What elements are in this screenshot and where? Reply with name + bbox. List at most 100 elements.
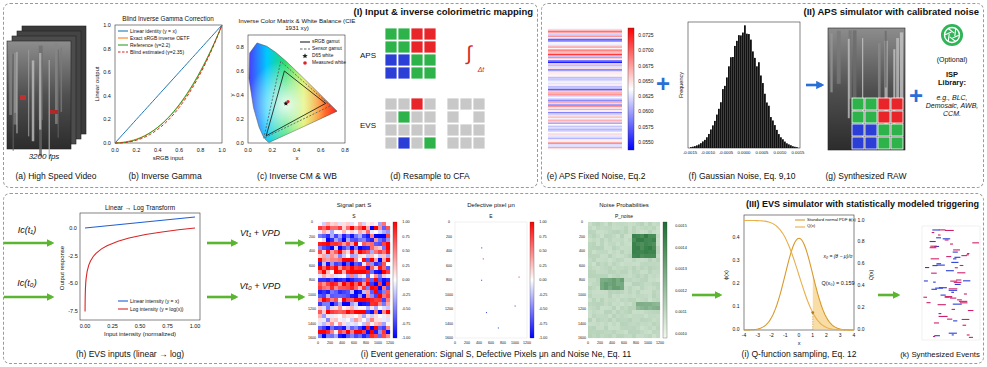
- cfa-cell: [473, 98, 485, 110]
- heatmap-cell: [592, 294, 596, 298]
- cfa-cell: [852, 137, 864, 149]
- heatmap-cell: [648, 258, 652, 262]
- histogram-bar: [704, 140, 706, 148]
- heatmap-cell: [616, 278, 620, 282]
- heatmap-cell: [374, 282, 378, 286]
- tick-label: -3: [756, 333, 760, 339]
- legend-text: Blind estimated (γ=2.35): [130, 50, 184, 55]
- heatmap-cell: [600, 294, 604, 298]
- heatmap-cell: [354, 234, 358, 238]
- noise-stripe: [548, 33, 622, 35]
- heatmap-cell: [330, 306, 334, 310]
- heatmap-cell: [612, 222, 616, 226]
- heatmap-cell: [632, 334, 636, 338]
- heatmap-cell: [624, 270, 628, 274]
- noise-stripe: [548, 130, 622, 132]
- heatmap-cell: [322, 242, 326, 246]
- cfa-cell: [852, 98, 864, 110]
- heatmap-cell: [338, 246, 342, 250]
- heatmap-cell: [366, 262, 370, 266]
- heatmap-cell: [608, 326, 612, 330]
- axis-label: x: [798, 340, 801, 346]
- cfa-cell: [473, 124, 485, 136]
- heatmap-cell: [628, 326, 632, 330]
- noise-stripe: [548, 124, 622, 126]
- tick-label: 200: [327, 341, 333, 345]
- heatmap-cell: [620, 258, 624, 262]
- heatmap-cell: [612, 294, 616, 298]
- heatmap-cell: [370, 302, 374, 306]
- heatmap-cell: [604, 326, 608, 330]
- heatmap-cell: [386, 306, 390, 310]
- heatmap-cell: [600, 282, 604, 286]
- cfa-cell: [385, 41, 397, 53]
- heatmap-cell: [604, 246, 608, 250]
- noise-stripe: [548, 86, 622, 88]
- heatmap-cell: [596, 266, 600, 270]
- tick-label: 2: [825, 333, 828, 339]
- heatmap-cell: [612, 322, 616, 326]
- subfigure-caption: (b) Inverse Gamma: [128, 172, 201, 182]
- cfa-cell: [398, 54, 410, 66]
- heatmap-cell: [334, 330, 338, 334]
- noise-stripe: [548, 100, 622, 102]
- heatmap-cell: [620, 310, 624, 314]
- heatmap-cell: [592, 230, 596, 234]
- map-title: E: [489, 214, 492, 220]
- heatmap-cell: [616, 254, 620, 258]
- heatmap-cell: [640, 242, 644, 246]
- event-mark: [963, 280, 970, 281]
- heatmap-cell: [600, 286, 604, 290]
- histogram-bar: [760, 75, 762, 148]
- aperture-blade: [953, 35, 960, 38]
- histogram-bar: [770, 117, 772, 148]
- gamma-curve: [115, 25, 222, 143]
- heatmap-cell: [652, 314, 656, 318]
- heatmap-cell: [386, 230, 390, 234]
- heatmap-cell: [378, 282, 382, 286]
- heatmap-cell: [338, 226, 342, 230]
- heatmap-cell: [592, 242, 596, 246]
- heatmap-cell: [596, 314, 600, 318]
- legend-sample: [300, 46, 310, 52]
- legend-entry: Sensor gamut: [300, 46, 342, 52]
- heatmap-cell: [326, 262, 330, 266]
- heatmap-cell: [362, 298, 366, 302]
- tick-label: 1000: [308, 292, 316, 296]
- tick-label: 1200: [445, 307, 453, 311]
- heatmap-cell: [350, 318, 354, 322]
- heatmap-cell: [378, 334, 382, 338]
- heatmap-cell: [656, 258, 660, 262]
- heatmap-cell: [334, 246, 338, 250]
- heatmap-cell: [346, 326, 350, 330]
- histogram-bar: [744, 25, 746, 148]
- heatmap-cell: [656, 222, 660, 226]
- heatmap-cell: [628, 314, 632, 318]
- heatmap-cell: [382, 226, 386, 230]
- tick-label: 0: [448, 220, 450, 224]
- event-mark: [954, 257, 960, 258]
- heatmap-cell: [656, 278, 660, 282]
- heatmap-cell: [354, 270, 358, 274]
- noise-stripe: [548, 112, 622, 114]
- heatmap-cell: [608, 258, 612, 262]
- heatmap-cell: [386, 282, 390, 286]
- scene-detail: [58, 50, 59, 138]
- event-mark: [969, 337, 973, 338]
- heatmap-cell: [620, 298, 624, 302]
- heatmap-cell: [596, 234, 600, 238]
- heatmap-cell: [604, 302, 608, 306]
- heatmap-cell: [326, 258, 330, 262]
- heatmap-cell: [620, 278, 624, 282]
- heatmap-cell: [608, 282, 612, 286]
- colorbar: [530, 222, 534, 338]
- histogram-bar: [752, 51, 754, 148]
- subfigure-caption: (a) High Speed Video: [15, 172, 96, 182]
- subfigure-caption: (d) Resample to CFA: [390, 172, 469, 182]
- heatmap-cell: [382, 266, 386, 270]
- heatmap-cell: [644, 230, 648, 234]
- heatmap-cell: [338, 318, 342, 322]
- heatmap-cell: [350, 294, 354, 298]
- heatmap-cell: [370, 230, 374, 234]
- sensor-label: EVS: [360, 122, 376, 131]
